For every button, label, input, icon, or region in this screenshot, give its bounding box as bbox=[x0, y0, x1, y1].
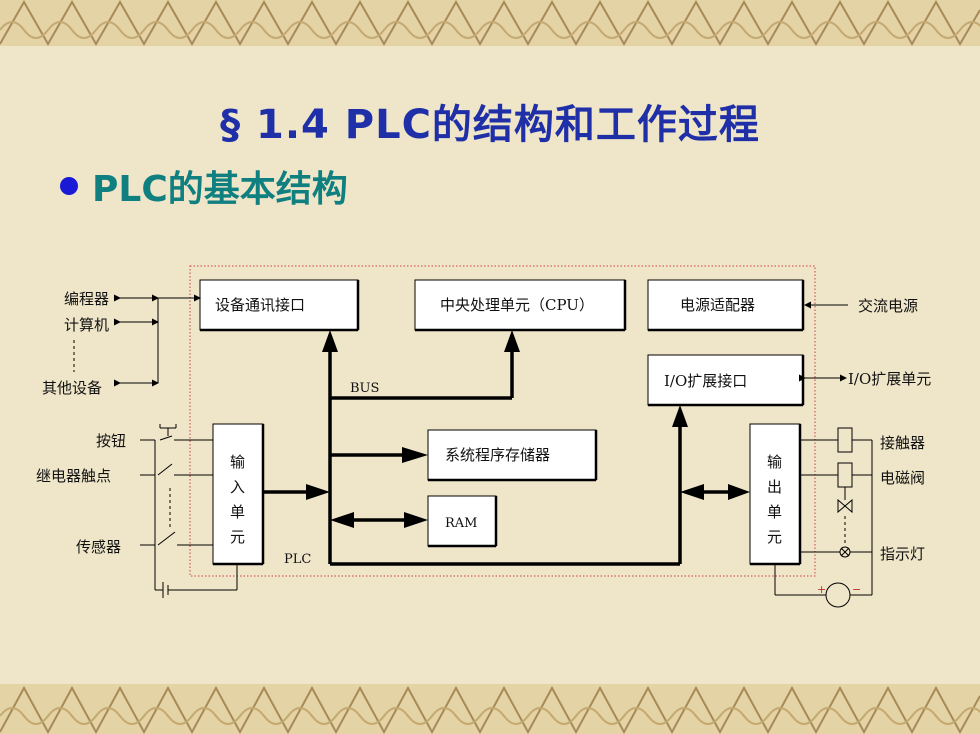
bus-label: BUS bbox=[350, 381, 379, 396]
bus-arrowheads bbox=[263, 330, 750, 528]
output-contactor: 接触器 bbox=[880, 434, 925, 452]
input-unit-char-3: 单 bbox=[230, 503, 245, 521]
output-solenoid-valve: 电磁阀 bbox=[880, 469, 925, 487]
input-switch-wiring bbox=[140, 424, 238, 598]
output-unit-char-1: 输 bbox=[767, 453, 782, 471]
output-unit-char-3: 单 bbox=[767, 503, 782, 521]
plc-label: PLC bbox=[284, 552, 311, 567]
bullet-dot-icon bbox=[60, 177, 78, 195]
plc-boundary bbox=[189, 265, 816, 577]
output-unit-char-4: 元 bbox=[767, 528, 782, 546]
power-label: 电源适配器 bbox=[680, 296, 755, 314]
input-relay-contact: 继电器触点 bbox=[36, 467, 111, 485]
input-unit-char-4: 元 bbox=[230, 528, 245, 546]
input-button: 按钮 bbox=[96, 432, 126, 450]
comm-label: 设备通讯接口 bbox=[215, 296, 305, 314]
bullet-text: PLC的基本结构 bbox=[92, 169, 348, 210]
ram-label: RAM bbox=[445, 516, 478, 531]
input-unit-box: 输 入 单 元 bbox=[212, 423, 265, 566]
bullet-item: PLC的基本结构 bbox=[60, 160, 348, 212]
ram-box: RAM bbox=[427, 495, 498, 548]
input-sensor: 传感器 bbox=[76, 538, 121, 556]
power-adapter-box: 电源适配器 bbox=[647, 279, 805, 332]
output-unit-char-2: 出 bbox=[767, 478, 782, 496]
io-ext-interface-box: I/O扩展接口 bbox=[647, 354, 805, 407]
output-indicator-lamp: 指示灯 bbox=[880, 545, 925, 563]
top-decorative-band bbox=[0, 0, 980, 46]
left-device-connectors bbox=[73, 294, 201, 387]
right-connectors bbox=[799, 301, 848, 382]
input-unit-char-1: 输 bbox=[230, 453, 245, 471]
left-device-computer: 计算机 bbox=[64, 316, 109, 334]
io-ext-label: I/O扩展接口 bbox=[664, 372, 747, 390]
sysmem-label: 系统程序存储器 bbox=[445, 446, 550, 464]
input-unit-char-2: 入 bbox=[230, 478, 245, 496]
comm-interface-box: 设备通讯接口 bbox=[199, 279, 360, 332]
left-device-programmer: 编程器 bbox=[64, 290, 109, 308]
system-memory-box: 系统程序存储器 bbox=[427, 429, 598, 482]
cpu-box: 中央处理单元（CPU） bbox=[414, 279, 627, 332]
polarity-minus: − bbox=[852, 583, 861, 596]
cpu-label: 中央处理单元（CPU） bbox=[440, 296, 594, 314]
right-io-ext-unit: I/O扩展单元 bbox=[848, 370, 931, 388]
page-title: § 1.4 PLC的结构和工作过程 bbox=[220, 102, 760, 148]
right-ac-power: 交流电源 bbox=[858, 297, 918, 315]
left-device-other: 其他设备 bbox=[42, 379, 102, 397]
output-device-wiring bbox=[774, 427, 873, 608]
bottom-decorative-band bbox=[0, 684, 980, 734]
output-unit-box: 输 出 单 元 bbox=[749, 423, 802, 566]
polarity-plus: + bbox=[817, 583, 826, 596]
